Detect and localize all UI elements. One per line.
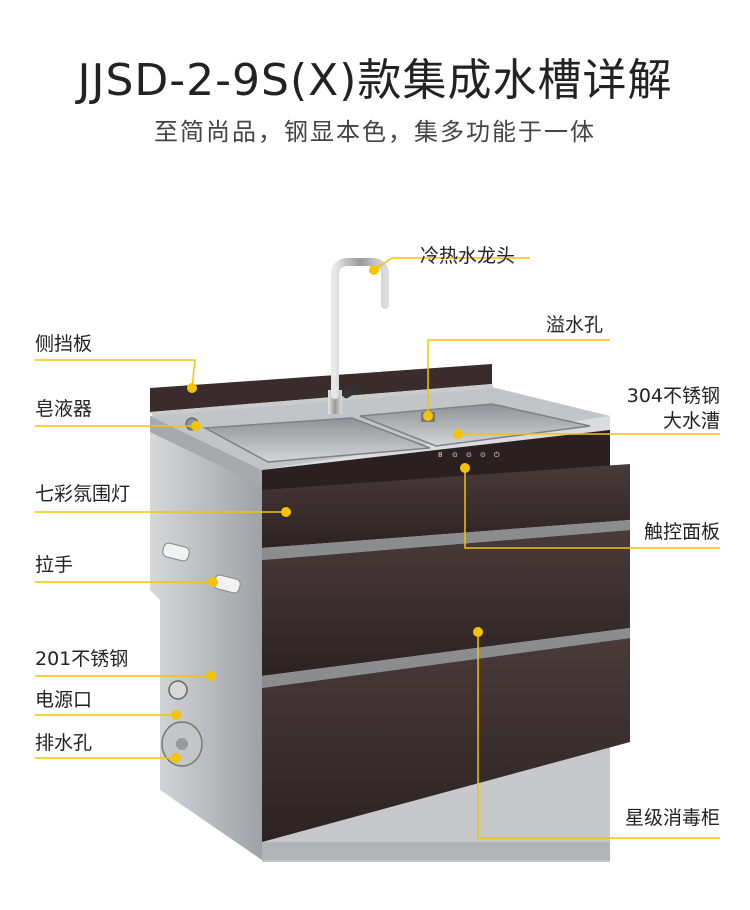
page-subtitle: 至简尚品，钢显本色，集多功能于一体 [154, 118, 596, 146]
page-title: JJSD-2-9S(X)款集成水槽详解 [77, 55, 673, 106]
callout-basin-line1: 304不锈钢 [626, 385, 720, 407]
callout-handle: 拉手 [35, 554, 74, 576]
sink-basins [185, 403, 591, 463]
callout-side-panel: 侧挡板 [35, 333, 93, 355]
callout-dots [171, 265, 483, 763]
svg-text:⏻: ⏻ [494, 451, 500, 459]
callout-touch-panel: 触控面板 [643, 521, 720, 543]
faucet [328, 258, 389, 414]
svg-text:⊙: ⊙ [480, 451, 486, 459]
callout-sterilizer: 星级消毒柜 [624, 807, 720, 829]
callout-power: 电源口 [35, 689, 93, 711]
svg-text:⊙: ⊙ [466, 451, 472, 459]
callout-drain: 排水孔 [35, 732, 93, 754]
callout-basin-line2: 大水漕 [662, 410, 720, 432]
svg-text:8: 8 [438, 451, 442, 459]
sterilizer-drawers [262, 464, 630, 842]
callout-faucet: 冷热水龙头 [420, 245, 516, 267]
callout-steel201: 201不锈钢 [35, 648, 129, 670]
cabinet-side [150, 430, 262, 860]
callout-ambient-light: 七彩氛围灯 [35, 483, 131, 505]
callout-lines [35, 257, 720, 839]
svg-text:⊙: ⊙ [452, 451, 458, 459]
callout-overflow: 溢水孔 [546, 314, 604, 336]
callout-soap: 皂液器 [35, 398, 93, 420]
